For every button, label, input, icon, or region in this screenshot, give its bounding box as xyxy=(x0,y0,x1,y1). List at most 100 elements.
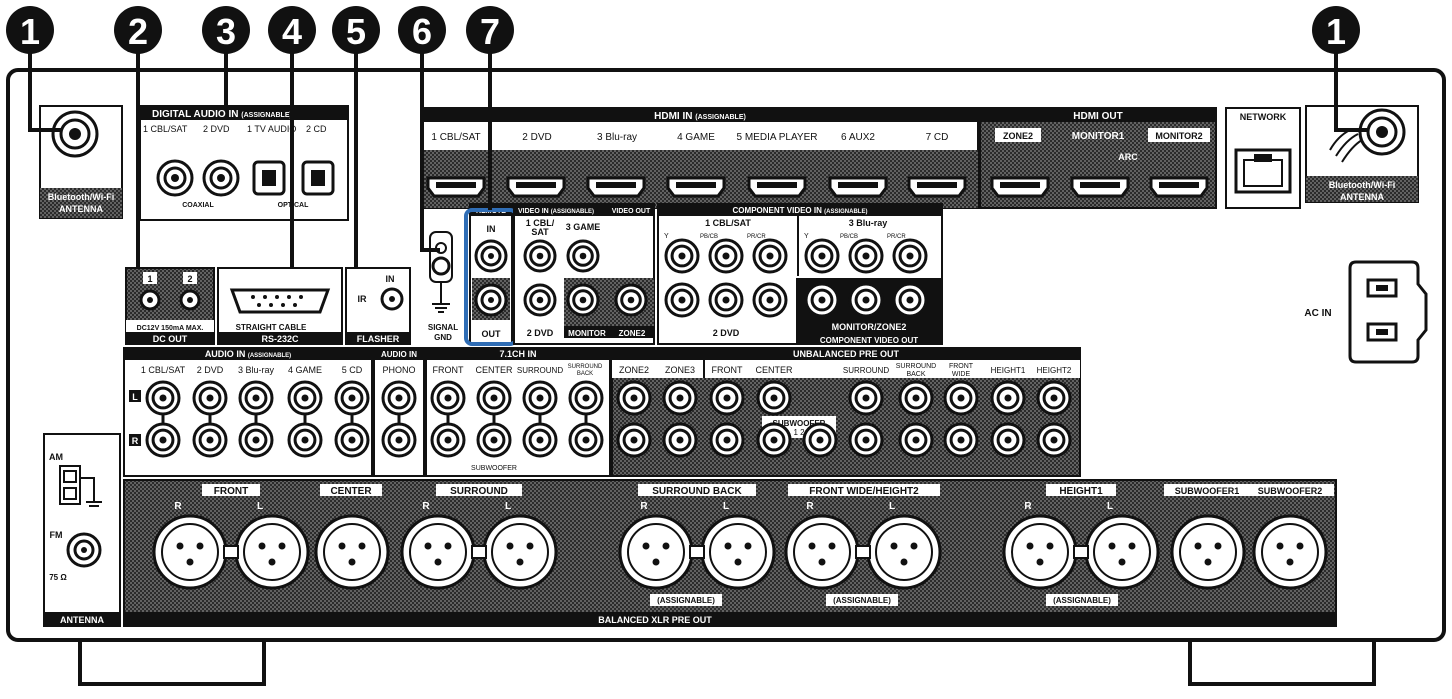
hdmi-out-zone2: ZONE2 xyxy=(1003,131,1033,141)
callout-badge: 1 xyxy=(6,6,54,54)
preout-sub-nums: 1 2 xyxy=(793,428,805,437)
rca-jack xyxy=(804,238,840,274)
preout-zone3: ZONE3 xyxy=(665,365,695,375)
audio-in-title: AUDIO IN (ASSIGNABLE) xyxy=(205,349,291,359)
component-y-label: Y xyxy=(664,233,669,240)
rca-jack xyxy=(476,422,512,458)
component-pr-label: PR/CR xyxy=(747,234,766,240)
xlr-jack xyxy=(866,514,942,590)
xlr-side-label: R xyxy=(640,501,648,512)
component-in-title: COMPONENT VIDEO IN (ASSIGNABLE) xyxy=(733,206,868,215)
xlr-side-label: L xyxy=(723,501,729,512)
rca-jack xyxy=(708,238,744,274)
xlr-side-label: R xyxy=(806,501,814,512)
rca-jack xyxy=(522,380,558,416)
rca-jack xyxy=(381,422,417,458)
rca-jack xyxy=(664,282,700,318)
digital-input-label: 1 CBL/SAT xyxy=(143,124,188,134)
component-pb-label: PB/CB xyxy=(700,234,718,240)
rca-jack xyxy=(616,380,652,416)
hdmi-out-title: HDMI OUT xyxy=(1073,111,1122,122)
preout-fw1: FRONT xyxy=(949,363,974,370)
remote-out-jack xyxy=(474,283,508,317)
component-pr-label: PR/CR xyxy=(887,234,906,240)
ch71-title: 7.1CH IN xyxy=(499,349,536,359)
rca-jack xyxy=(145,422,181,458)
callout-number: 5 xyxy=(346,11,366,52)
preout-surround: SURROUND xyxy=(843,366,889,375)
hdmi-input-label: 3 Blu-ray xyxy=(597,132,637,143)
callout-badge: 7 xyxy=(466,6,514,54)
rca-jack xyxy=(381,380,417,416)
xlr-jack xyxy=(1002,514,1078,590)
hdmi-out-section: HDMI OUT ZONE2 MONITOR1 ARC MONITOR2 xyxy=(979,107,1217,209)
callout-number: 6 xyxy=(412,11,432,52)
rca-jack xyxy=(566,239,600,273)
callout-number: 1 xyxy=(20,11,40,52)
rs232c-title: RS-232C xyxy=(261,334,299,344)
video-out-monitor: MONITOR xyxy=(568,329,606,338)
dc-out-title: DC OUT xyxy=(153,334,188,344)
flasher-section: IN IR FLASHER xyxy=(345,267,411,345)
callout-number: 2 xyxy=(128,11,148,52)
ch71-surround-back2: BACK xyxy=(577,371,593,377)
rca-jack xyxy=(145,380,181,416)
remote-out-label: OUT xyxy=(482,329,502,339)
rca-jack xyxy=(662,380,698,416)
rca-jack xyxy=(898,380,934,416)
xlr-jack xyxy=(1252,514,1328,590)
hdmi-port xyxy=(506,176,566,198)
callout-number: 1 xyxy=(1326,11,1346,52)
rca-jack xyxy=(943,380,979,416)
audio-in-label: 5 CD xyxy=(342,365,363,375)
xlr-side-label: L xyxy=(1107,501,1113,512)
rca-jack xyxy=(898,422,934,458)
component-y-label: Y xyxy=(804,233,809,240)
audio-in-label: 4 GAME xyxy=(288,365,322,375)
rca-jack xyxy=(662,422,698,458)
hdmi-out-monitor1: MONITOR1 xyxy=(1072,131,1125,142)
xlr-height1: HEIGHT1 xyxy=(1059,486,1103,497)
ground-icon xyxy=(432,282,450,313)
preout-height1: HEIGHT1 xyxy=(991,366,1026,375)
xlr-side-label: R xyxy=(1024,501,1032,512)
flasher-ir-label: IR xyxy=(358,294,368,304)
preout-sb2: BACK xyxy=(906,371,925,378)
hdmi-port xyxy=(907,176,967,198)
video-in-dvd: 2 DVD xyxy=(527,328,554,338)
rca-jack xyxy=(848,422,884,458)
tuner-fm: FM xyxy=(50,530,63,540)
xlr-jack xyxy=(1170,514,1246,590)
audio-in-l: L xyxy=(132,392,138,402)
hdmi-input-label: 2 DVD xyxy=(522,132,551,143)
rca-jack xyxy=(804,282,840,318)
bt-antenna-left: Bluetooth/Wi-Fi ANTENNA xyxy=(39,105,123,219)
xlr-jack xyxy=(400,514,476,590)
ch71-center: CENTER xyxy=(475,365,513,375)
rca-jack xyxy=(892,282,928,318)
component-video-section: COMPONENT VIDEO IN (ASSIGNABLE) 1 CBL/SA… xyxy=(657,203,943,345)
hdmi-input-label: 5 MEDIA PLAYER xyxy=(737,132,818,143)
rca-jack xyxy=(664,238,700,274)
video-in-cbl-line2: SAT xyxy=(531,227,549,237)
xlr-jack xyxy=(314,514,390,590)
callout-line-1a xyxy=(28,44,62,132)
flasher-title: FLASHER xyxy=(357,334,400,344)
audio-in-label: 1 CBL/SAT xyxy=(141,365,186,375)
rca-jack xyxy=(566,283,600,317)
audio-in-label: 2 DVD xyxy=(197,365,224,375)
ethernet-port xyxy=(1234,148,1292,194)
component-bluray-label: 3 Blu-ray xyxy=(849,218,888,228)
xlr-side-label: L xyxy=(889,501,895,512)
xlr-surround-back: SURROUND BACK xyxy=(652,486,742,497)
dc-out-port-label: 2 xyxy=(187,274,192,284)
xlr-side-label: L xyxy=(505,501,511,512)
tuner-antenna-section: AM FM 75 Ω ANTENNA xyxy=(43,433,121,627)
hdmi-port xyxy=(828,176,888,198)
rca-jack xyxy=(614,283,648,317)
preout-height2: HEIGHT2 xyxy=(1037,366,1072,375)
hdmi-port xyxy=(1149,176,1209,198)
xlr-assignable: (ASSIGNABLE) xyxy=(1053,596,1111,605)
xlr-pair-link xyxy=(471,545,487,559)
digital-audio-in-title: DIGITAL AUDIO IN (ASSIGNABLE) xyxy=(152,109,292,120)
